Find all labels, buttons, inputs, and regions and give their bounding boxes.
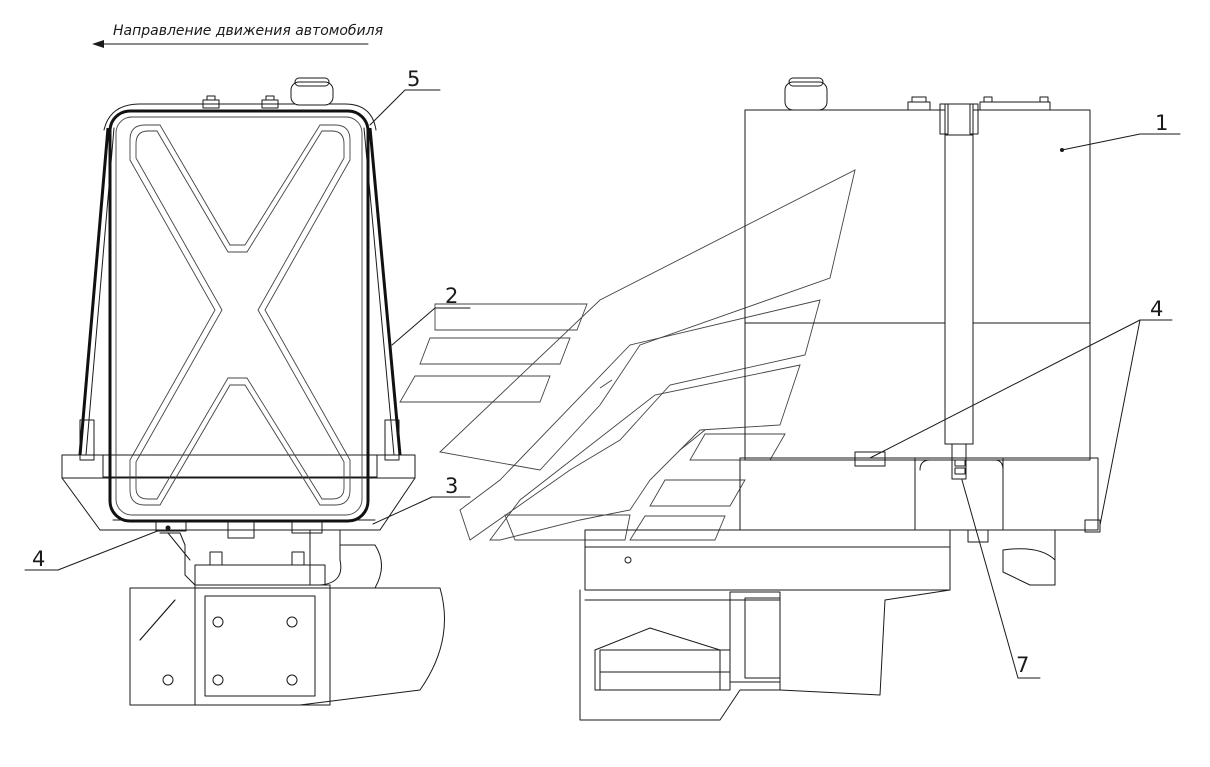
callout-7: 7 <box>1016 653 1029 677</box>
left-end-view <box>61 77 445 706</box>
ghost-arrow-pattern <box>399 169 856 541</box>
leader-4-right-b <box>1099 319 1141 526</box>
direction-indicator: Направление движения автомобиля <box>92 23 383 48</box>
right-exhaust-pipe <box>1002 529 1056 586</box>
left-frame-rail <box>129 532 445 706</box>
leader-3 <box>372 496 433 525</box>
direction-arrow-icon <box>92 40 104 48</box>
leader-2 <box>391 307 436 346</box>
callout-4-right: 4 <box>1150 297 1163 321</box>
leader-7 <box>961 479 1019 679</box>
tank-side-body <box>744 77 1091 480</box>
right-cradle <box>739 451 1101 543</box>
tank-end-body <box>108 77 370 539</box>
right-frame-rail <box>579 529 951 721</box>
left-exhaust-pipe <box>309 529 382 589</box>
callout-1: 1 <box>1155 111 1168 135</box>
tank-straps <box>78 103 402 456</box>
callout-2: 2 <box>445 284 458 308</box>
direction-label: Направление движения автомобиля <box>113 23 383 39</box>
leader-5 <box>369 89 406 126</box>
callout-4-left: 4 <box>32 547 45 571</box>
callout-5: 5 <box>407 67 420 91</box>
leader-1 <box>1061 133 1141 151</box>
leader-4-right-a <box>869 319 1141 459</box>
callouts: 1 2 3 4 4 5 7 <box>24 67 1181 679</box>
right-side-view <box>579 77 1101 721</box>
callout-3: 3 <box>445 474 458 498</box>
leader-4-left <box>57 529 161 571</box>
